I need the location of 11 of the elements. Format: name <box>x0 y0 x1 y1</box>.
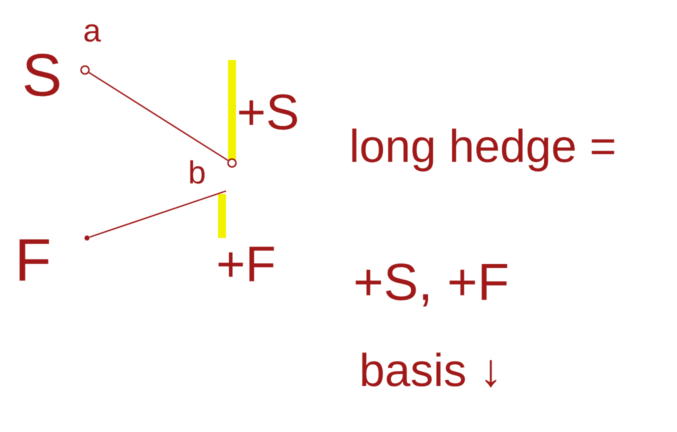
position-label: +F <box>218 246 274 282</box>
note-text: +S, +F <box>356 264 508 306</box>
position-label: +S <box>239 94 297 130</box>
note-text: basis ↓ <box>362 352 496 388</box>
note-text: long hedge = <box>352 128 614 172</box>
connector-line <box>89 190 226 238</box>
connector-line <box>88 72 228 162</box>
point-label: b <box>190 160 205 184</box>
point-label: a <box>84 24 101 42</box>
variable-label: S <box>24 54 60 96</box>
variable-label: F <box>20 239 49 281</box>
